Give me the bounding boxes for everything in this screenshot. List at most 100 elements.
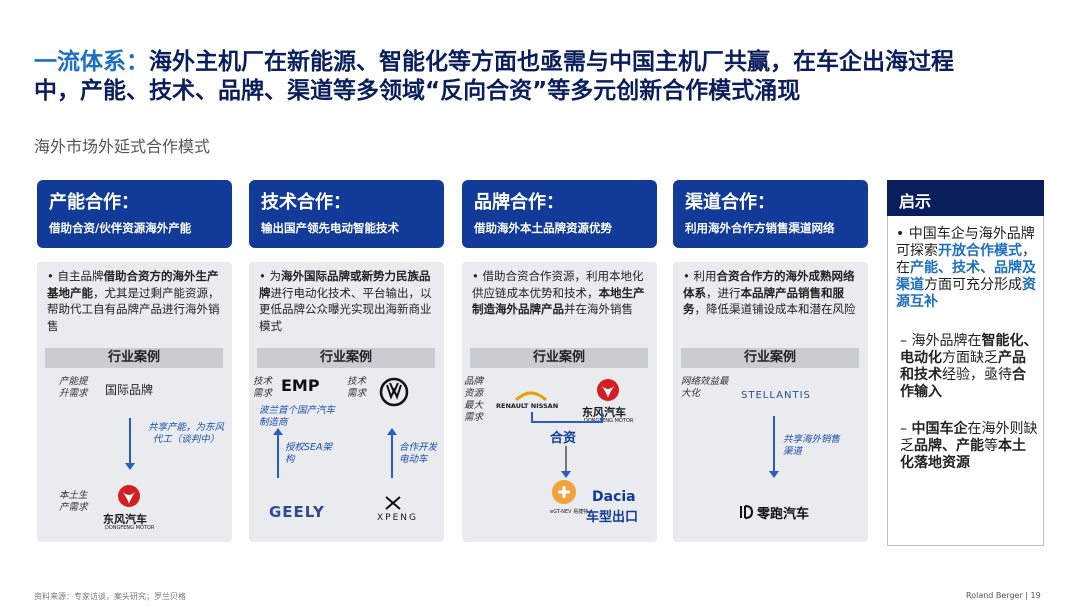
need-label: 本土生产需求 [59,490,88,513]
card-subheading: 输出国产领先电动智能技术 [261,221,399,235]
title-highlight: 一流体系： [34,49,149,75]
insight-text: 经验，亟待 [942,367,1012,383]
card-heading: 渠道合作： [685,192,775,213]
leapmotor-logo: 零跑汽车 [757,507,810,522]
stellantis-logo: STELLANTIS [741,390,811,401]
desc-text: ，尤其是过剩产能资源，帮助代工自有品牌产品进行海外销售 [47,285,220,333]
need-label: 品牌资源最大需求 [464,376,484,423]
desc-text: 利用 [693,269,717,283]
renault-nissan-mark-icon [514,391,548,402]
card-brand-body: • 借助合资合作资源，利用本地化供应链成本优势和技术，本地生产制造海外品牌产品并… [462,262,657,542]
insight-bold: 资源互补 [896,277,1036,310]
dongfeng-logo-en: DONGFENG MOTOR [584,418,634,424]
card-heading: 品牌合作： [474,192,564,213]
case-label: 行业案例 [470,348,648,368]
intl-brand-label: 国际品牌 [105,383,154,397]
dongfeng-logo-cn: 东风汽车 [582,406,626,419]
card-description: • 借助合资合作资源，利用本地化供应链成本优势和技术，本地生产制造海外品牌产品并… [472,269,645,317]
card-tech-body: • 为海外国际品牌或新势力民族品牌进行电动化技术、平台输出，以更低品牌公众曝光实… [249,262,444,542]
down-arrow [125,418,135,470]
insight-text: ，在 [896,243,1036,276]
dongfeng-logo-icon [597,379,619,401]
insight-panel: • 中国车企与海外品牌可探索开放合作模式，在产能、技术、品牌及渠道方面可充分形成… [887,216,1044,546]
dongfeng-logo-en: DONGFENG MOTOR [105,525,155,531]
card-description: • 为海外国际品牌或新势力民族品牌进行电动化技术、平台输出，以更低品牌公众曝光实… [259,269,432,333]
xpeng-logo: XPENG [377,513,418,523]
page-subtitle: 海外市场外延式合作模式 [34,137,211,156]
insight-header: 启示 [887,180,1044,216]
insight-bold: 中国车企 [911,421,968,437]
card-channel-body: • 利用合资合作方的海外成熟网络体系，进行本品牌产品销售和服务，降低渠道铺设成本… [673,262,868,542]
need-label: 网络效益最大化 [681,376,729,399]
leapmotor-mark-icon [740,505,753,519]
renault-nissan-logo: RENAULT NISSAN [496,402,559,410]
insight-bold: 开放合作模式 [938,243,1022,259]
desc-bold: 海外国际品牌或新势力民族品牌 [259,269,431,300]
title-line1: 海外主机厂在新能源、智能化等方面也亟需与中国主机厂共赢，在车企出海过程 [149,49,954,75]
need-label: 技术需求 [347,376,367,399]
card-channel-header: 渠道合作： 利用海外合作方销售渠道网络 [673,180,868,248]
egt-logo-text: eGT-NEV 易捷特 [550,509,589,515]
up-arrow [273,428,283,478]
card-subheading: 利用海外合作方销售渠道网络 [685,221,835,235]
down-arrow [561,446,571,478]
arrow-label-left: 授权SEA架构 [285,442,333,465]
card-description: • 利用合资合作方的海外成熟网络体系，进行本品牌产品销售和服务，降低渠道铺设成本… [683,269,856,317]
jv-bracket [531,412,603,423]
insight-bold: 本土化落地资源 [900,438,1026,471]
brand-page-number: Roland Berger | 19 [966,591,1041,600]
card-heading: 产能合作： [49,192,139,213]
card-description: • 自主品牌借助合资方的海外生产基地产能，尤其是过剩产能资源，帮助代工自有品牌产… [47,269,220,333]
arrow-label-right: 合作开发电动车 [399,442,438,465]
insight-bold: 智能化、电动化 [900,333,1038,366]
insight-bold: 产品和技术 [900,350,1026,383]
emp-note: 波兰首个国产汽车制造商 [259,405,336,428]
insight-text: 等 [984,438,998,454]
desc-text: 进行电动化技术、平台输出，以更低品牌公众曝光实现出海新商业模式 [259,285,432,333]
down-arrow [769,416,779,478]
emp-logo: EMP [281,376,320,395]
card-capacity-body: • 自主品牌借助合资方的海外生产基地产能，尤其是过剩产能资源，帮助代工自有品牌产… [37,262,232,542]
desc-text: 并在海外销售 [564,302,633,316]
card-capacity-header: 产能合作： 借助合资/伙伴资源海外产能 [37,180,232,248]
jv-label: 合资 [550,431,577,446]
xpeng-mark-icon [385,496,401,510]
title-line2: 中，产能、技术、品牌、渠道等多领域“反向合资”等多元创新合作模式涌现 [34,78,801,104]
dacia-logo: Dacia [592,489,636,505]
insight-bold: 品牌、产能 [914,438,984,454]
page-title: 一流体系：海外主机厂在新能源、智能化等方面也亟需与中国主机厂共赢，在车企出海过程… [34,48,1044,106]
desc-text: ，进行 [706,285,741,300]
up-arrow [387,428,397,478]
insight-point-2: – 海外品牌在智能化、电动化方面缺乏产品和技术经验，亟待合作输入 [900,333,1038,400]
desc-bold: 合资合作方的海外成熟网络体系 [683,269,855,300]
need-label: 技术需求 [253,376,273,399]
geely-logo: GEELY [269,503,325,521]
insight-text: 海外品牌在 [911,333,982,349]
egt-logo-icon [552,480,576,504]
desc-bold: 本地生产制造海外品牌产品 [472,285,645,317]
case-label: 行业案例 [681,348,859,368]
desc-text: 自主品牌 [57,269,104,283]
insight-text: 方面可充分形成 [924,277,1022,293]
case-label: 行业案例 [257,348,435,368]
insight-text: 中国车企与海外品牌可探索 [896,226,1035,259]
dongfeng-logo-cn: 东风汽车 [103,513,147,526]
desc-text: 借助合资合作资源，利用本地化供应链成本优势和技术， [472,269,644,300]
insight-bold: 合作输入 [900,367,1026,400]
insight-point-3: – 中国车企在海外则缺乏品牌、产能等本土化落地资源 [900,421,1038,471]
arrow-label: 共享产能，为东风代工（谈判中） [147,422,224,445]
arrow-label: 共享海外销售渠道 [783,434,841,457]
card-heading: 技术合作： [261,192,351,213]
source-note: 资料来源：专家访谈，案头研究；罗兰贝格 [34,592,186,601]
card-subheading: 借助合资/伙伴资源海外产能 [49,221,192,235]
insight-bold: 产能、技术、品牌及渠道 [896,260,1036,293]
vw-logo-icon [379,377,409,407]
desc-bold: 借助合资方的海外生产基地产能 [47,269,219,300]
desc-bold: 本品牌产品销售和服务 [683,285,844,317]
card-brand-header: 品牌合作： 借助海外本土品牌资源优势 [462,180,657,248]
insight-text: 在海外则缺乏 [900,421,1038,454]
case-label: 行业案例 [45,348,223,368]
dongfeng-logo-icon [118,485,140,507]
card-tech-header: 技术合作： 输出国产领先电动智能技术 [249,180,444,248]
desc-text: 为 [269,269,281,283]
